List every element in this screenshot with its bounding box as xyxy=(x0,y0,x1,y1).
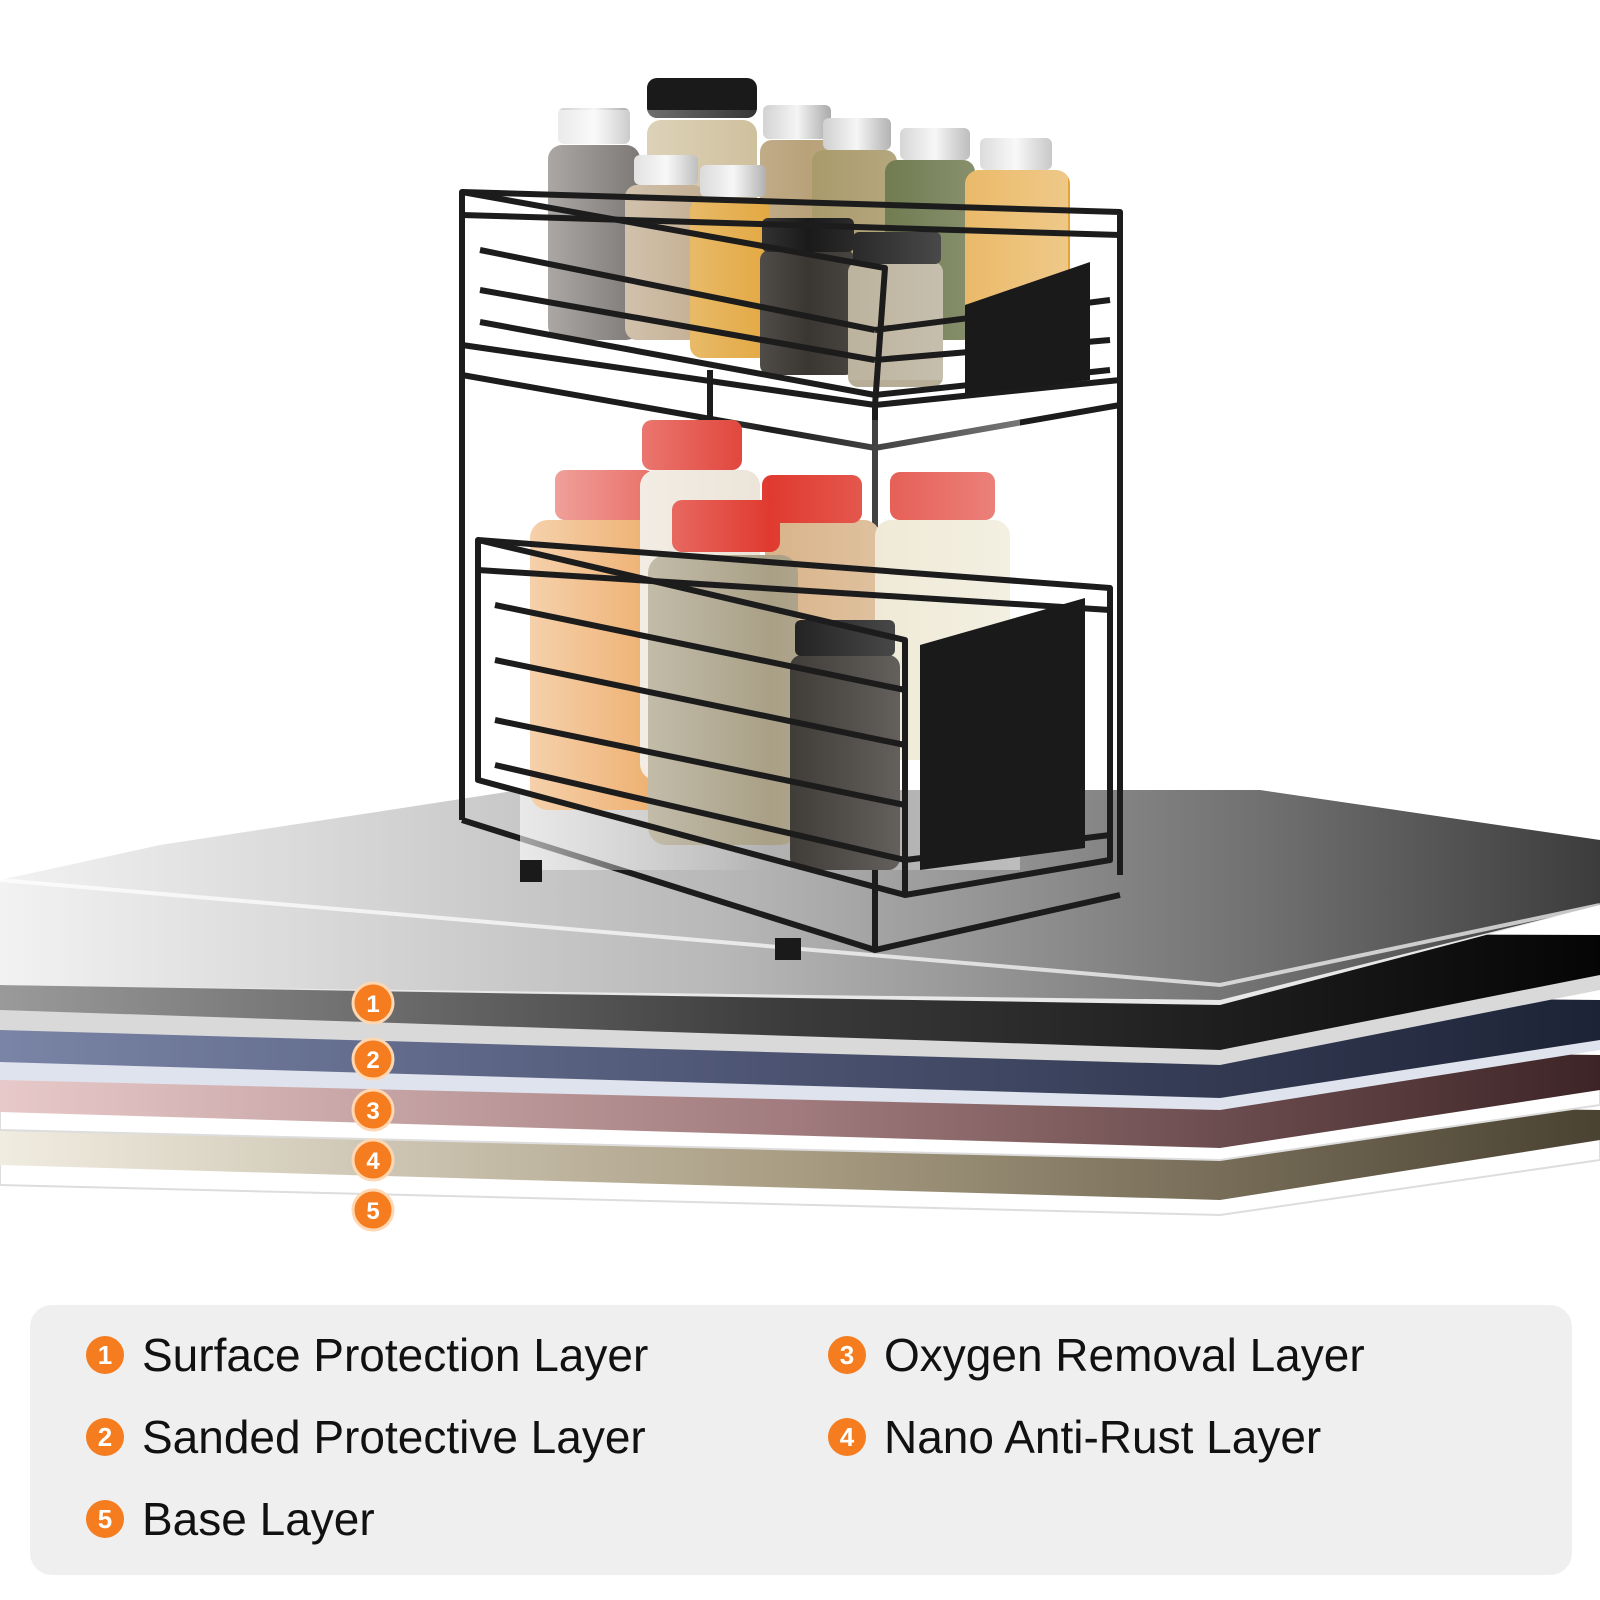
legend-panel: 1 Surface Protection Layer 2 Sanded Prot… xyxy=(30,1305,1572,1575)
layer-marker-2: 2 xyxy=(351,1037,395,1081)
legend-item-nano-anti-rust: 4 Nano Anti-Rust Layer xyxy=(828,1407,1321,1467)
legend-label: Base Layer xyxy=(142,1493,375,1545)
legend-label: Sanded Protective Layer xyxy=(142,1411,646,1463)
number-badge-4: 4 xyxy=(828,1418,866,1456)
svg-text:3: 3 xyxy=(366,1098,379,1125)
legend-item-sanded-protective: 2 Sanded Protective Layer xyxy=(86,1407,646,1467)
number-badge-2: 2 xyxy=(86,1418,124,1456)
spice-rack xyxy=(459,78,1123,960)
number-badge-3: 3 xyxy=(828,1336,866,1374)
number-badge-5: 5 xyxy=(86,1500,124,1538)
layer-marker-3: 3 xyxy=(351,1088,395,1132)
svg-text:1: 1 xyxy=(366,991,379,1018)
svg-text:5: 5 xyxy=(366,1198,379,1225)
legend-label: Surface Protection Layer xyxy=(142,1329,649,1381)
rack-foot xyxy=(520,860,542,882)
legend-item-surface-protection: 1 Surface Protection Layer xyxy=(86,1325,648,1385)
svg-text:4: 4 xyxy=(366,1148,380,1175)
layer-marker-5: 5 xyxy=(351,1188,395,1232)
layer-markers: 1 2 3 4 5 xyxy=(351,981,395,1232)
layer-marker-4: 4 xyxy=(351,1138,395,1182)
product-illustration: 1 2 3 4 5 xyxy=(0,78,1600,1232)
rack-foot xyxy=(775,938,801,960)
number-badge-1: 1 xyxy=(86,1336,124,1374)
lower-tier-basket xyxy=(475,537,1113,898)
layer-marker-1: 1 xyxy=(351,981,395,1025)
upper-tier-front-panel xyxy=(965,262,1090,395)
layer-diagram: 1 2 3 4 5 xyxy=(0,78,1600,1232)
svg-text:2: 2 xyxy=(366,1047,379,1074)
legend-item-base: 5 Base Layer xyxy=(86,1489,375,1549)
legend-label: Oxygen Removal Layer xyxy=(884,1329,1365,1381)
legend-item-oxygen-removal: 3 Oxygen Removal Layer xyxy=(828,1325,1365,1385)
legend-label: Nano Anti-Rust Layer xyxy=(884,1411,1322,1463)
lower-tier-front-panel xyxy=(920,598,1085,870)
